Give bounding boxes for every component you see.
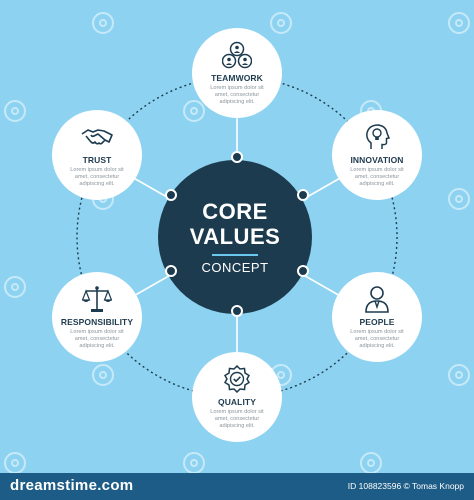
node-teamwork: TEAMWORK Lorem ipsum dolor sit amet, con… — [192, 28, 282, 118]
watermark-swirl — [448, 12, 470, 34]
center-divider — [212, 254, 258, 256]
node-responsibility: RESPONSIBILITY Lorem ipsum dolor sit ame… — [52, 272, 142, 362]
connector-dot-teamwork — [231, 151, 243, 163]
connector-dot-innovation — [297, 189, 309, 201]
watermark-swirl — [448, 188, 470, 210]
footer-bar: dreamstime.com ID 108823596 © Tomas Knop… — [0, 473, 474, 500]
node-people: PEOPLE Lorem ipsum dolor sit amet, conse… — [332, 272, 422, 362]
footer-brand: dreamstime.com — [10, 477, 134, 494]
connector-dot-quality — [231, 305, 243, 317]
node-description: Lorem ipsum dolor sit amet, consectetur … — [350, 167, 404, 187]
node-description: Lorem ipsum dolor sit amet, consectetur … — [350, 329, 404, 349]
node-trust: TRUST Lorem ipsum dolor sit amet, consec… — [52, 110, 142, 200]
node-title: TRUST — [82, 155, 112, 165]
node-title: QUALITY — [217, 397, 256, 407]
center-subtitle: CONCEPT — [201, 260, 269, 275]
node-description: Lorem ipsum dolor sit amet, consectetur … — [70, 167, 124, 187]
node-title: PEOPLE — [359, 317, 395, 327]
watermark-swirl — [92, 364, 114, 386]
watermark-swirl — [4, 452, 26, 473]
scales-icon — [81, 285, 113, 313]
diagram-canvas: CORE VALUES CONCEPT TEAMWORK Lorem ipsum… — [0, 0, 474, 473]
connector-dot-people — [297, 265, 309, 277]
footer-credit: ID 108823596 © Tomas Knopp — [347, 481, 464, 491]
watermark-swirl — [448, 364, 470, 386]
node-description: Lorem ipsum dolor sit amet, consectetur … — [210, 409, 264, 429]
watermark-swirl — [183, 100, 205, 122]
connector-dot-trust — [165, 189, 177, 201]
connector-dot-responsibility — [165, 265, 177, 277]
person-icon — [361, 285, 393, 313]
watermark-swirl — [270, 12, 292, 34]
center-title-line2: VALUES — [189, 224, 281, 249]
node-quality: QUALITY Lorem ipsum dolor sit amet, cons… — [192, 352, 282, 442]
node-description: Lorem ipsum dolor sit amet, consectetur … — [210, 85, 264, 105]
team-icon — [221, 41, 253, 69]
center-title-line1: CORE — [202, 199, 268, 224]
node-description: Lorem ipsum dolor sit amet, consectetur … — [70, 329, 124, 349]
watermark-swirl — [183, 452, 205, 473]
core-values-center: CORE VALUES CONCEPT — [158, 160, 312, 314]
node-title: INNOVATION — [350, 155, 404, 165]
watermark-swirl — [360, 452, 382, 473]
watermark-swirl — [4, 276, 26, 298]
quality-badge-icon — [221, 365, 253, 393]
node-title: RESPONSIBILITY — [60, 317, 134, 327]
node-title: TEAMWORK — [211, 73, 263, 83]
node-innovation: INNOVATION Lorem ipsum dolor sit amet, c… — [332, 110, 422, 200]
watermark-swirl — [4, 100, 26, 122]
handshake-icon — [81, 123, 113, 151]
head-bulb-icon — [361, 123, 393, 151]
watermark-swirl — [92, 12, 114, 34]
